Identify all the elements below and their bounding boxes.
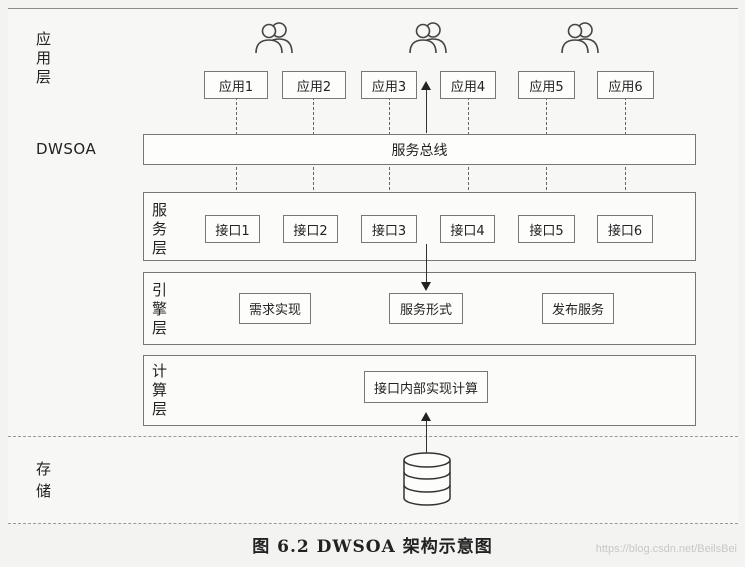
app-box: 应用1 [204,71,268,99]
service-layer-label: 服务层 [152,201,169,257]
interface-box: 接口4 [440,215,495,243]
app-box: 应用3 [361,71,417,99]
watermark: https://blog.csdn.net/BeilsBei [595,543,737,555]
app-box: 应用5 [518,71,575,99]
app-box: 应用2 [282,71,346,99]
users-icon [561,22,599,54]
interface-box: 接口3 [361,215,417,243]
arrow-up-icon [421,81,431,90]
interface-box: 接口5 [518,215,575,243]
database-icon [403,452,451,506]
compute-layer-label: 计算层 [152,362,169,418]
app-box: 应用6 [597,71,654,99]
users-icon [255,22,293,54]
dwsoa-label: DWSOA [36,140,97,158]
application-layer-label: 应用层 [36,30,53,86]
upward-arrow-shaft [426,420,427,453]
engine-box: 发布服务 [542,293,614,324]
compute-box: 接口内部实现计算 [364,371,488,403]
arrow-up-icon [421,412,431,421]
arrow-down-icon [421,282,431,291]
engine-box: 服务形式 [389,293,463,324]
figure-caption: 图 6.2 DWSOA 架构示意图 [252,537,493,557]
engine-box: 需求实现 [239,293,311,324]
interface-box: 接口2 [283,215,338,243]
interface-box: 接口1 [205,215,260,243]
storage-band [8,436,738,524]
interface-box: 接口6 [597,215,653,243]
service-bus: 服务总线 [143,134,696,165]
application-band [8,8,738,125]
storage-layer-label: 存储 [36,460,53,500]
users-icon [409,22,447,54]
downward-arrow-shaft [426,244,427,284]
upward-arrow-shaft [426,88,427,133]
app-box: 应用4 [440,71,496,99]
engine-layer-label: 引擎层 [152,281,169,337]
